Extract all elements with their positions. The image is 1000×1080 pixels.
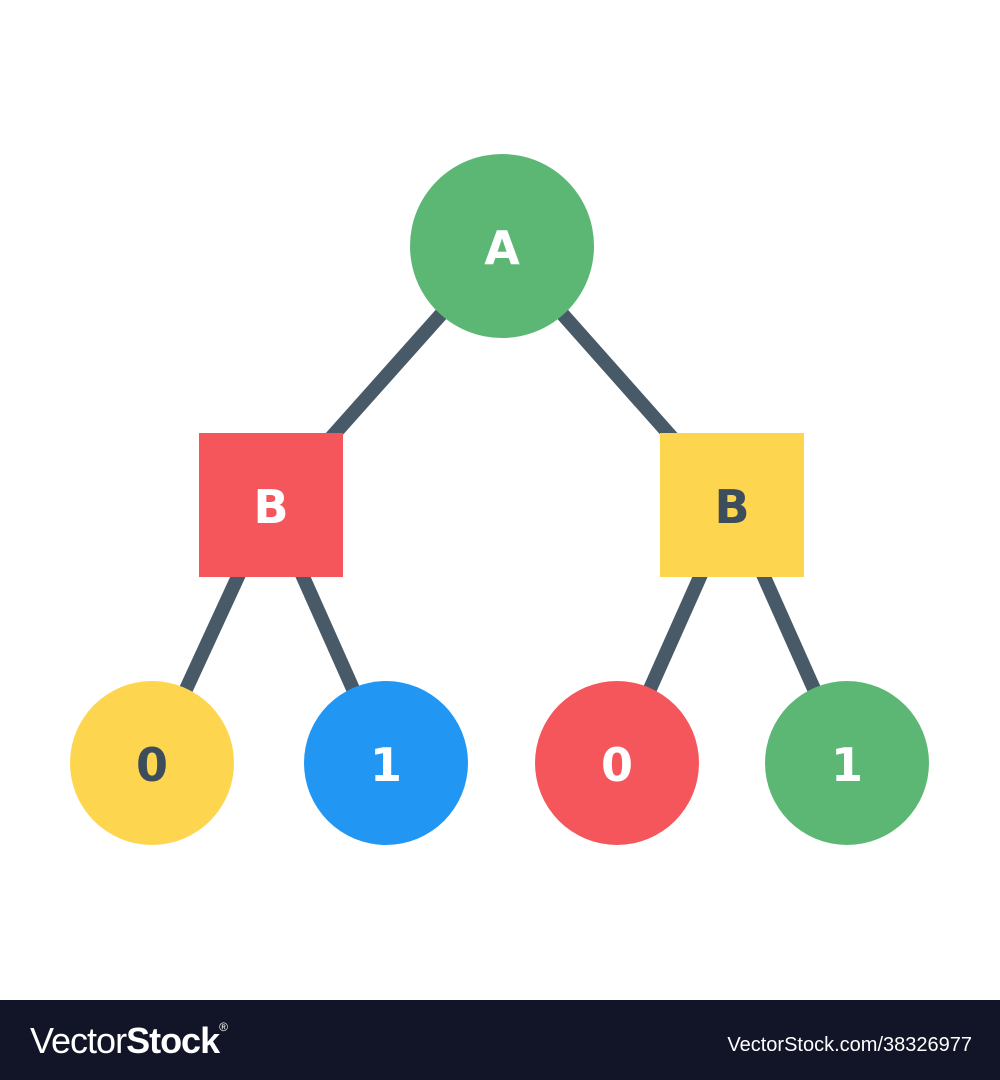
node-leaf-3-label: 0 (601, 738, 633, 792)
node-root-circle (410, 154, 594, 338)
node-leaf-4-label: 1 (831, 738, 863, 792)
decision-tree-diagram: A B B 0 1 0 1 (70, 154, 929, 845)
node-left-b-square (199, 433, 343, 577)
node-root-label: A (484, 221, 520, 275)
node-left-b-label: B (253, 480, 288, 534)
node-leaf-3-circle (535, 681, 699, 845)
node-leaf-2-label: 1 (370, 738, 402, 792)
image-url: VectorStock.com/38326977 (727, 1034, 972, 1056)
node-leaf-1-circle (70, 681, 234, 845)
node-right-b-label: B (714, 480, 749, 534)
node-leaf-2-circle (304, 681, 468, 845)
node-leaf-1-label: 0 (136, 738, 168, 792)
footer-bar: VectorStock® VectorStock.com/38326977 (0, 1000, 1000, 1080)
vectorstock-logo: VectorStock® (30, 1020, 228, 1061)
node-right-b-square (660, 433, 804, 577)
node-leaf-4-circle (765, 681, 929, 845)
